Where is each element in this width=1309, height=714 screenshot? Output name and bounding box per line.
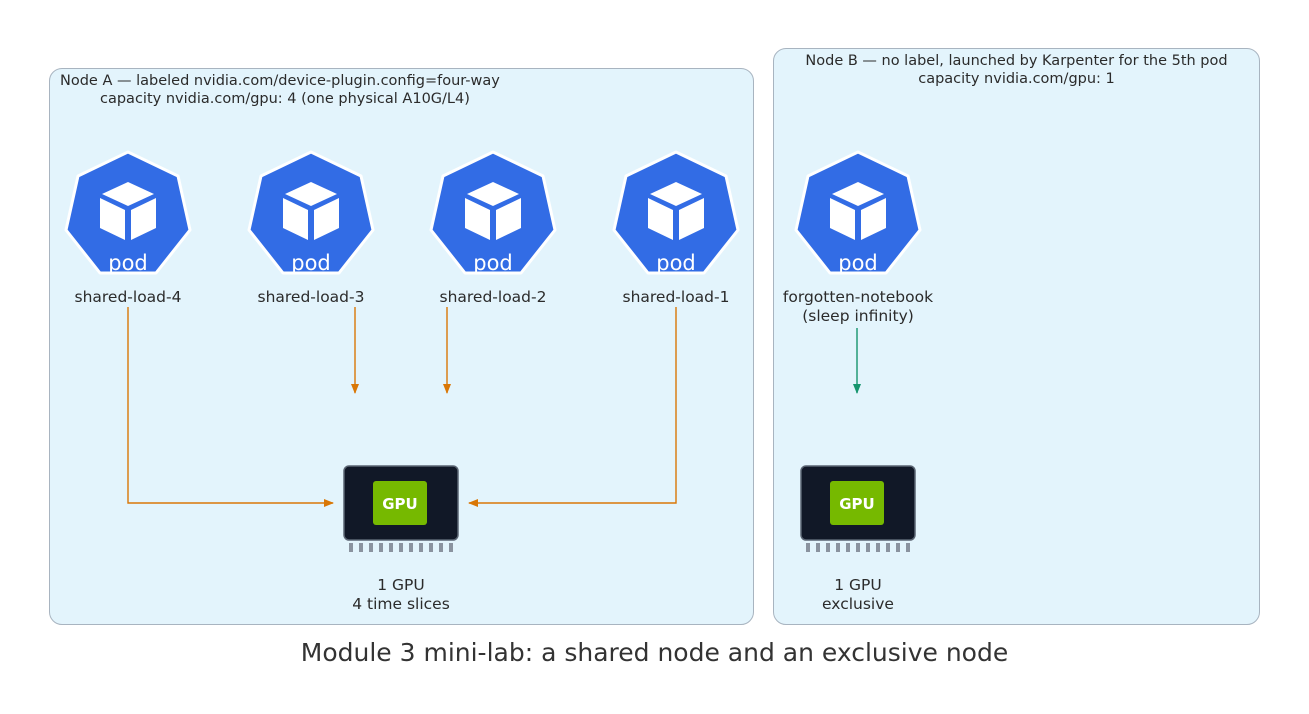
diagram-caption: Module 3 mini-lab: a shared node and an … xyxy=(300,638,1009,667)
gpu-chip-icon: GPU xyxy=(343,465,459,552)
kubernetes-pod-icon: pod xyxy=(247,150,375,275)
cluster-node-b-title: Node B — no label, launched by Karpenter… xyxy=(774,52,1259,88)
gpu-chip-text: GPU xyxy=(839,495,875,513)
pod-label-shared-load-4: shared-load-4 xyxy=(74,288,182,306)
pod-shared-load-3: pod xyxy=(245,149,377,281)
pod-label-shared-load-3: shared-load-3 xyxy=(257,288,365,306)
pod-label-shared-load-2: shared-load-2 xyxy=(439,288,547,306)
pod-badge-text: pod xyxy=(291,251,331,275)
gpu-chip-icon: GPU xyxy=(800,465,916,552)
gpu-label-node-a: 1 GPU 4 time slices xyxy=(321,576,481,614)
pod-label-forgotten-notebook: forgotten-notebook (sleep infinity) xyxy=(758,288,958,326)
kubernetes-pod-icon: pod xyxy=(612,150,740,275)
cluster-node-a-title: Node A — labeled nvidia.com/device-plugi… xyxy=(50,72,753,108)
gpu-label-node-a-line2: 4 time slices xyxy=(352,595,450,613)
gpu-node-b: GPU xyxy=(800,465,916,555)
cluster-node-a-title-line1: Node A — labeled nvidia.com/device-plugi… xyxy=(60,73,500,89)
pod-forgotten-notebook: pod xyxy=(792,149,924,281)
pod-badge-text: pod xyxy=(108,251,148,275)
cluster-node-a-title-line2: capacity nvidia.com/gpu: 4 (one physical… xyxy=(100,91,470,107)
pod-badge-text: pod xyxy=(656,251,696,275)
gpu-label-node-b: 1 GPU exclusive xyxy=(778,576,938,614)
kubernetes-pod-icon: pod xyxy=(794,150,922,275)
pod-shared-load-4: pod xyxy=(62,149,194,281)
gpu-node-a: GPU xyxy=(343,465,459,555)
kubernetes-pod-icon: pod xyxy=(429,150,557,275)
cluster-node-b-title-line2: capacity nvidia.com/gpu: 1 xyxy=(918,71,1115,87)
pod-label-forgotten-notebook-line2: (sleep infinity) xyxy=(802,307,914,325)
gpu-label-node-b-line1: 1 GPU xyxy=(834,576,882,594)
kubernetes-pod-icon: pod xyxy=(64,150,192,275)
pod-badge-text: pod xyxy=(838,251,878,275)
pod-shared-load-2: pod xyxy=(427,149,559,281)
pod-badge-text: pod xyxy=(473,251,513,275)
pod-label-shared-load-1: shared-load-1 xyxy=(622,288,730,306)
gpu-label-node-a-line1: 1 GPU xyxy=(377,576,425,594)
gpu-label-node-b-line2: exclusive xyxy=(822,595,894,613)
gpu-chip-text: GPU xyxy=(382,495,418,513)
cluster-node-b-title-line1: Node B — no label, launched by Karpenter… xyxy=(805,53,1228,69)
pod-shared-load-1: pod xyxy=(610,149,742,281)
pod-label-forgotten-notebook-line1: forgotten-notebook xyxy=(782,288,934,306)
